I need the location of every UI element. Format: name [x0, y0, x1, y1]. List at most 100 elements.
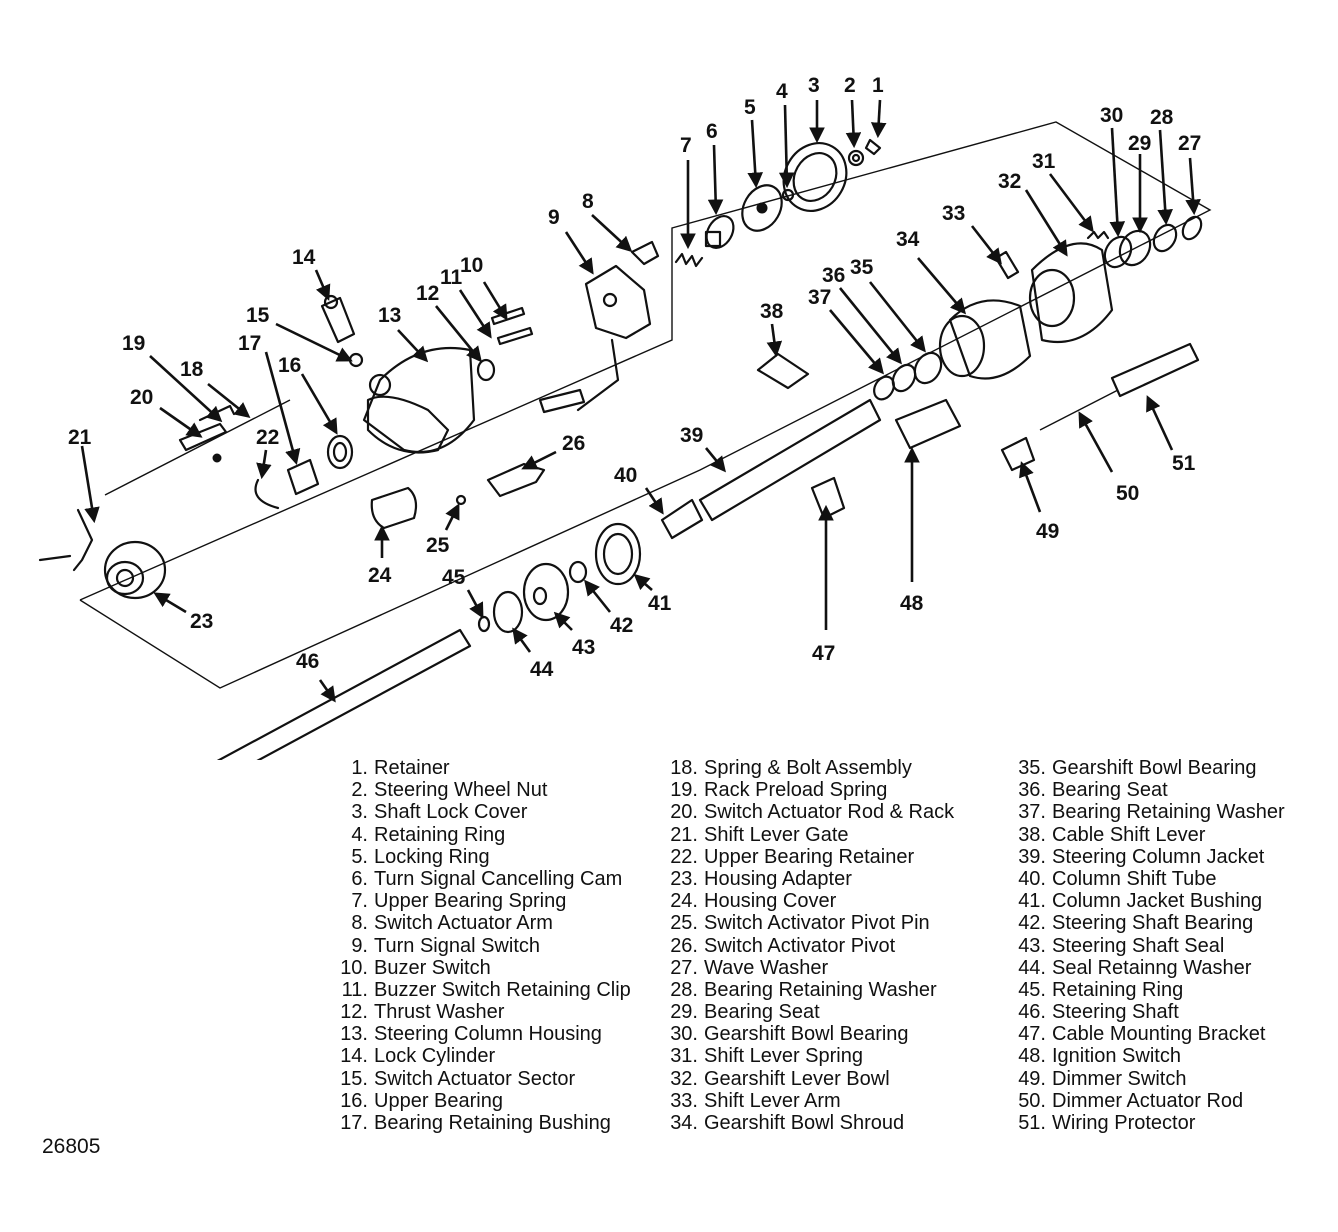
legend-item-label: Steering Column Jacket	[1052, 845, 1265, 868]
legend-item: 6.Turn Signal Cancelling Cam	[322, 868, 631, 890]
legend-item: 47.Cable Mounting Bracket	[1010, 1023, 1285, 1045]
callout-46: 46	[296, 650, 319, 673]
legend-item-label: Bearing Seat	[704, 1001, 820, 1024]
leader-lines	[80, 99, 1201, 703]
callout-48: 48	[900, 592, 924, 615]
legend-item-label: Bearing Seat	[1052, 779, 1168, 802]
legend-item: 15.Switch Actuator Sector	[322, 1068, 631, 1090]
callout-43: 43	[572, 636, 595, 659]
legend-item: 18.Spring & Bolt Assembly	[664, 757, 954, 779]
legend-item-label: Shaft Lock Cover	[374, 801, 528, 824]
legend-item-number: 42.	[1018, 912, 1046, 935]
legend-item: 36.Bearing Seat	[1010, 779, 1285, 801]
legend-item: 51.Wiring Protector	[1010, 1112, 1285, 1134]
callout-28: 28	[1150, 106, 1174, 129]
callout-47: 47	[812, 642, 835, 665]
legend-item-number: 5.	[351, 845, 368, 868]
legend-item-label: Spring & Bolt Assembly	[704, 757, 912, 779]
callout-36: 36	[822, 264, 845, 287]
callout-11: 11	[440, 266, 463, 289]
legend-item: 32.Gearshift Lever Bowl	[664, 1068, 954, 1090]
callout-26: 26	[562, 432, 585, 455]
callout-44: 44	[530, 658, 554, 681]
legend-item-number: 45.	[1018, 978, 1046, 1001]
legend-item-label: Switch Activator Pivot Pin	[704, 912, 930, 935]
legend-item: 28.Bearing Retaining Washer	[664, 979, 954, 1001]
legend-item: 29.Bearing Seat	[664, 1001, 954, 1023]
legend-item: 41.Column Jacket Bushing	[1010, 890, 1285, 912]
legend-item-label: Upper Bearing	[374, 1089, 503, 1112]
legend-item: 14.Lock Cylinder	[322, 1045, 631, 1067]
callout-33: 33	[942, 202, 965, 225]
legend-item-label: Dimmer Actuator Rod	[1052, 1089, 1244, 1112]
legend-item-number: 21.	[670, 823, 698, 846]
callout-12: 12	[416, 282, 439, 305]
callout-50: 50	[1116, 482, 1139, 505]
legend-item: 9.Turn Signal Switch	[322, 935, 631, 957]
callout-45: 45	[442, 566, 466, 589]
callout-39: 39	[680, 424, 703, 447]
callout-51: 51	[1172, 452, 1196, 475]
callout-27: 27	[1178, 132, 1201, 155]
legend-item-label: Upper Bearing Spring	[374, 890, 567, 913]
legend-item: 42. Steering Shaft Bearing	[1010, 912, 1285, 934]
callout-25: 25	[426, 534, 450, 557]
legend-item-number: 47.	[1018, 1023, 1046, 1046]
legend-item: 48.Ignition Switch	[1010, 1045, 1285, 1067]
legend-item-number: 24.	[670, 890, 698, 913]
assembly-outline	[79, 121, 1212, 689]
legend-item: 44.Seal Retainng Washer	[1010, 957, 1285, 979]
legend-item: 5. Locking Ring	[322, 846, 631, 868]
exploded-view-diagram: 1 2 3 4 5 6 7 8 9 10 11 12 13 14 15 16 1…	[38, 74, 1212, 760]
callout-40: 40	[614, 464, 637, 487]
legend-item-number: 1.	[351, 757, 368, 779]
callout-9: 9	[548, 206, 560, 229]
callout-15: 15	[246, 304, 270, 327]
legend-item: 31.Shift Lever Spring	[664, 1045, 954, 1067]
callout-labels: 1 2 3 4 5 6 7 8 9 10 11 12 13 14 15 16 1…	[68, 74, 1201, 681]
callout-42: 42	[610, 614, 633, 637]
legend-item-number: 19.	[670, 779, 698, 802]
legend-item-number: 40.	[1018, 867, 1046, 890]
callout-14: 14	[292, 246, 316, 269]
legend-item-number: 22.	[670, 845, 698, 868]
legend-item: 11.Buzzer Switch Retaining Clip	[322, 979, 631, 1001]
legend-item-label: Rack Preload Spring	[704, 779, 888, 802]
legend-item: 37.Bearing Retaining Washer	[1010, 801, 1285, 823]
legend-item-number: 31.	[670, 1045, 698, 1068]
legend-item-label: Shift Lever Arm	[704, 1089, 841, 1112]
legend-item-label: Switch Activator Pivot	[704, 934, 896, 957]
legend-item: 49.Dimmer Switch	[1010, 1068, 1285, 1090]
legend-item-number: 30.	[670, 1023, 698, 1046]
callout-2: 2	[844, 74, 856, 97]
legend-item-label: Shift Lever Gate	[704, 823, 849, 846]
legend-item-number: 20.	[670, 801, 698, 824]
legend-item-label: Steering Shaft Seal	[1052, 934, 1225, 957]
legend-item: 25.Switch Activator Pivot Pin	[664, 912, 954, 934]
legend-item-label: Gearshift Lever Bowl	[704, 1067, 890, 1090]
legend-item-label: Lock Cylinder	[374, 1045, 496, 1068]
callout-10: 10	[460, 254, 483, 277]
legend-item: 7.Upper Bearing Spring	[322, 890, 631, 912]
callout-18: 18	[180, 358, 204, 381]
legend-item-label: Steering Shaft	[1052, 1001, 1179, 1024]
legend-item-number: 35.	[1018, 757, 1046, 779]
legend-item-label: Steering Shaft Bearing	[1052, 912, 1254, 935]
figure-id: 26805	[42, 1135, 101, 1158]
legend-item-label: Locking Ring	[374, 845, 490, 868]
legend-item-number: 23.	[670, 867, 698, 890]
callout-7: 7	[680, 134, 692, 157]
legend-item: 8.Switch Actuator Arm	[322, 912, 631, 934]
legend-item: 19. Rack Preload Spring	[664, 779, 954, 801]
legend-item-number: 37.	[1018, 801, 1046, 824]
legend-item-label: Column Shift Tube	[1052, 867, 1217, 890]
legend-item-label: Switch Actuator Arm	[374, 912, 553, 935]
legend-item-label: Cable Shift Lever	[1052, 823, 1206, 846]
legend-item-number: 41.	[1018, 890, 1046, 913]
legend-item-label: Bearing Retaining Washer	[704, 978, 937, 1001]
legend-item: 26.Switch Activator Pivot	[664, 935, 954, 957]
callout-20: 20	[130, 386, 153, 409]
legend-item-label: Bearing Retaining Bushing	[374, 1112, 611, 1134]
callout-17: 17	[238, 332, 261, 355]
